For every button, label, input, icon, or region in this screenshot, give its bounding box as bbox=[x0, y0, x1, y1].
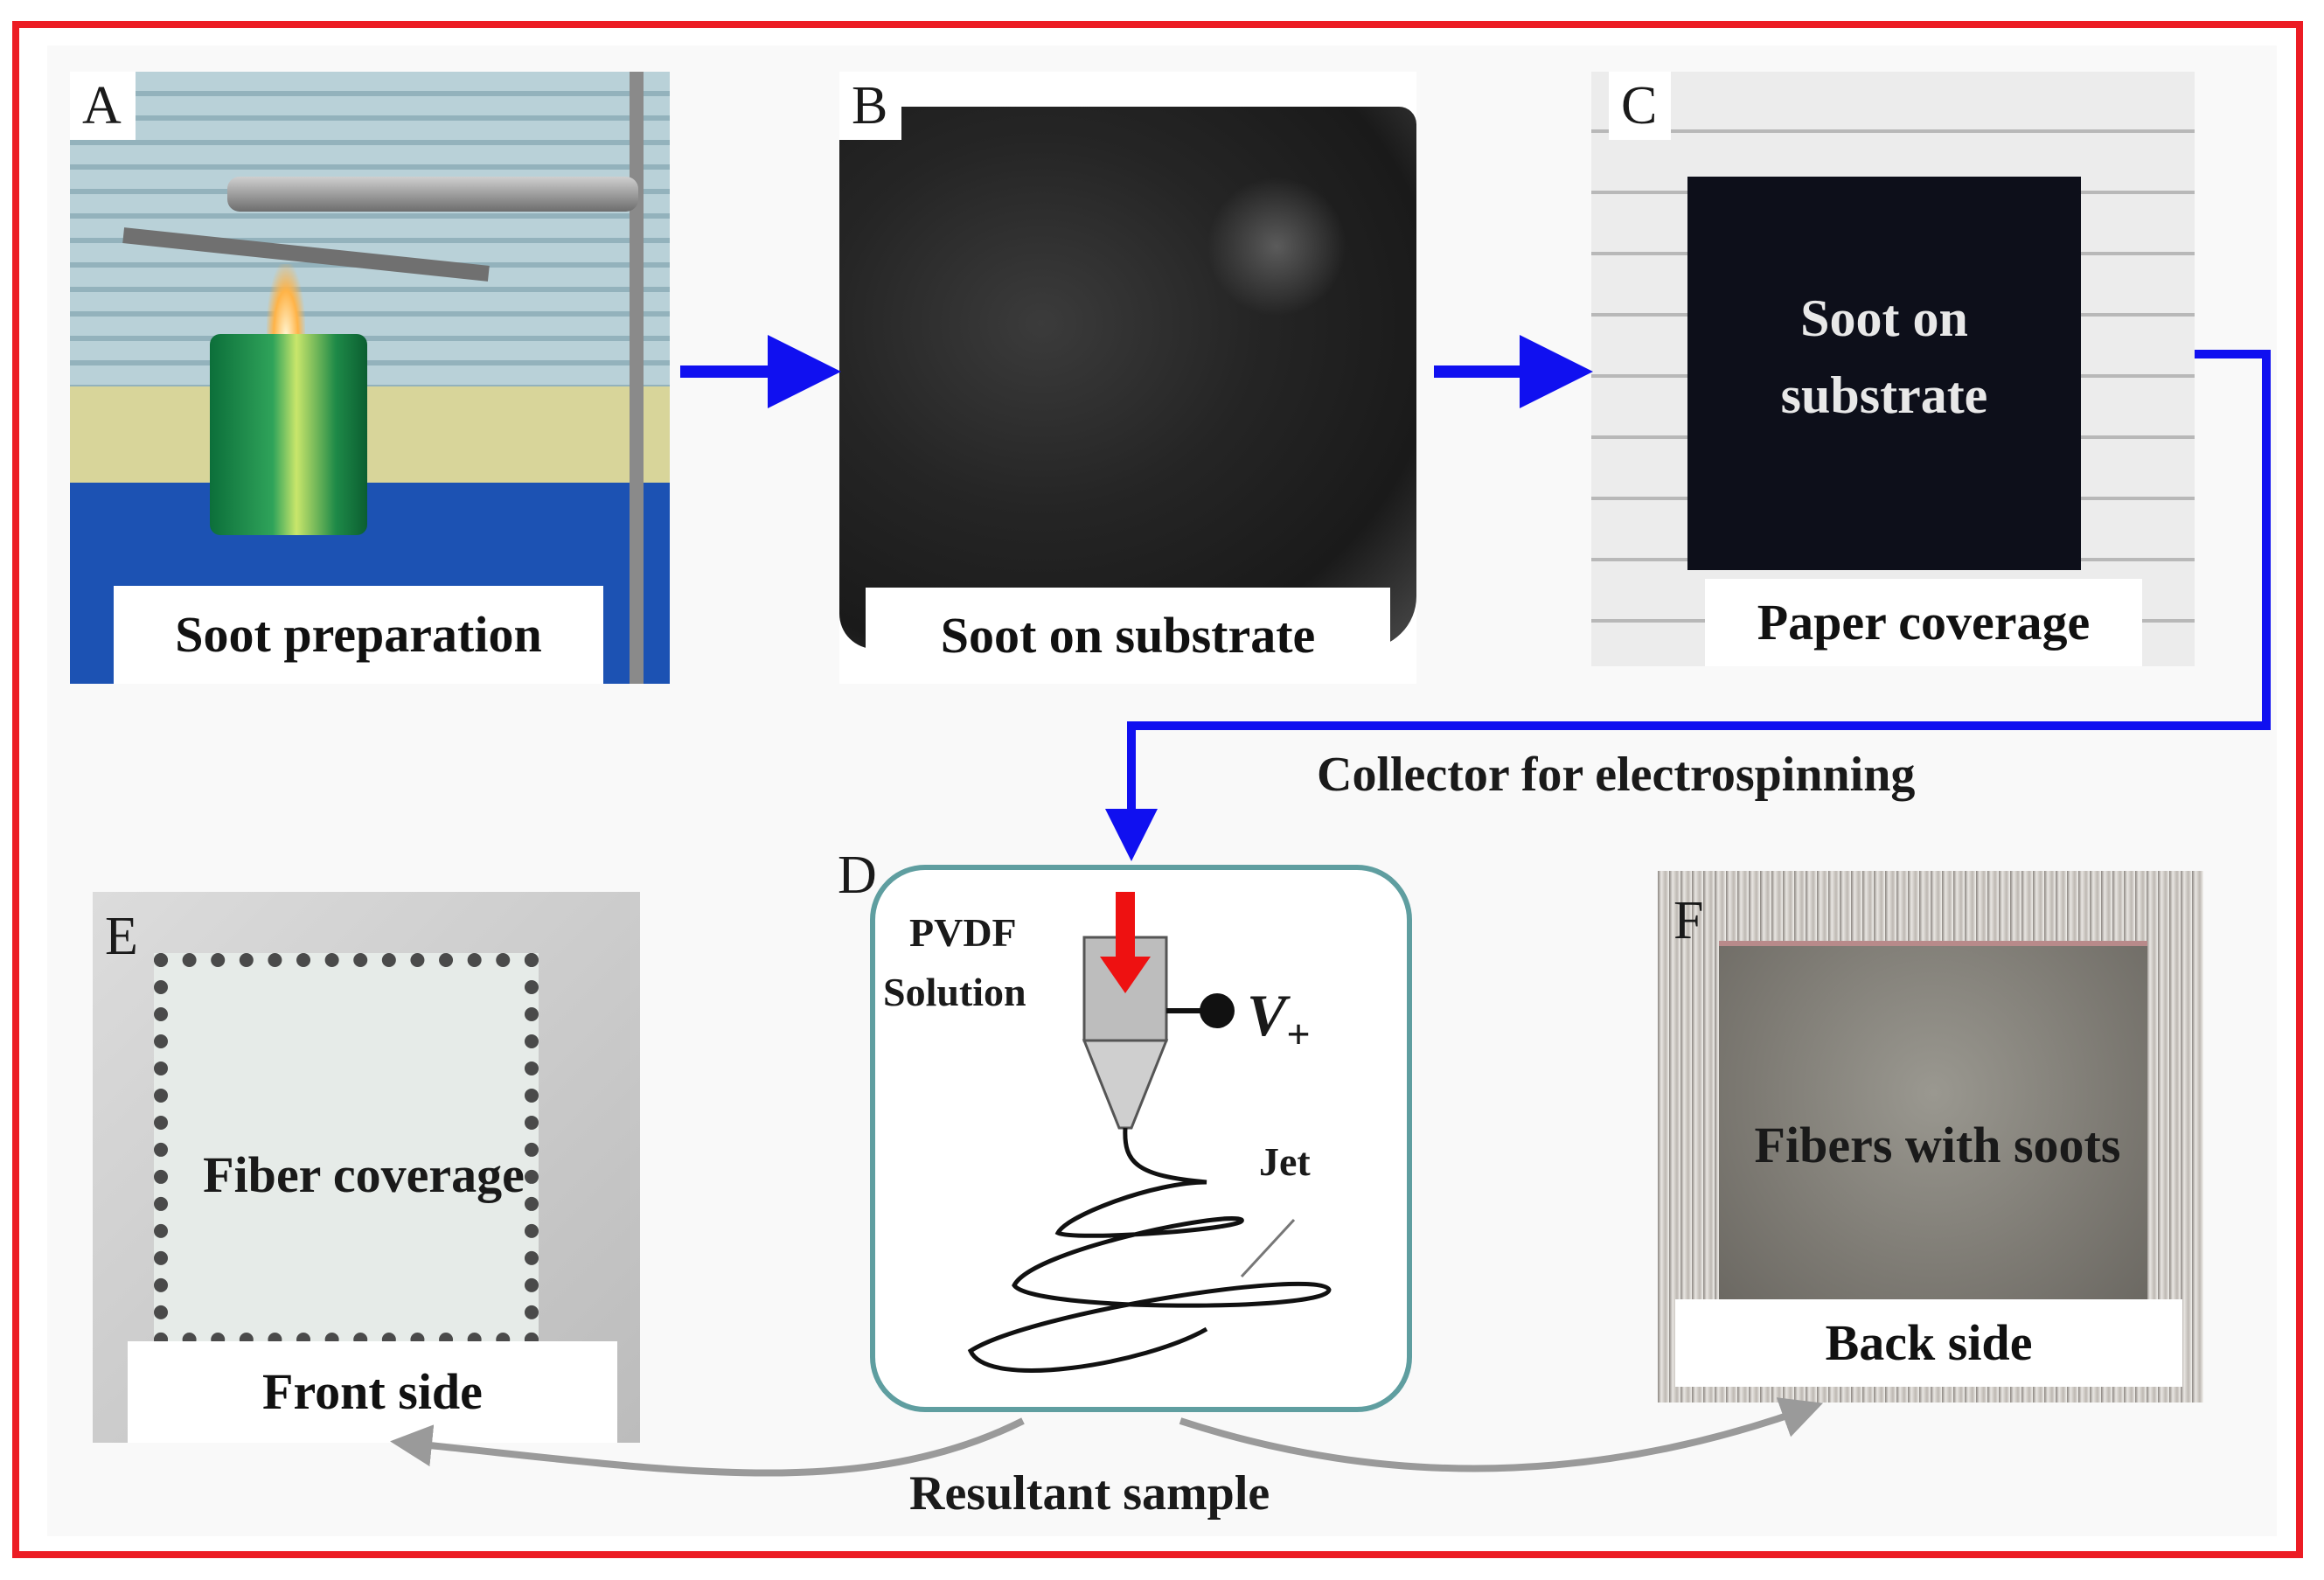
soot-square bbox=[1687, 177, 2081, 570]
panel-c-letter: C bbox=[1609, 72, 1672, 140]
panel-b-photo: B Soot on substrate bbox=[839, 72, 1416, 684]
feed-arrow bbox=[1100, 892, 1151, 993]
arrow-c-to-d bbox=[1105, 350, 2271, 861]
arrow-to-front-side bbox=[390, 1417, 1025, 1477]
panel-f-caption: Back side bbox=[1675, 1299, 2182, 1387]
voltage-symbol: V bbox=[1247, 982, 1287, 1048]
electrode-terminal bbox=[1200, 993, 1235, 1028]
panel-d-solution-line1: PVDF bbox=[909, 910, 1017, 955]
panel-f-photo: Fibers with soots F Back side bbox=[1658, 871, 2203, 1403]
clamp-arm bbox=[227, 177, 638, 212]
panel-f-overlay: Fibers with soots bbox=[1754, 1117, 2121, 1173]
panel-e-letter: E bbox=[105, 907, 138, 966]
panel-c-overlay-line1: Soot on bbox=[1800, 289, 1968, 347]
panel-c-overlay-line2: substrate bbox=[1780, 366, 1988, 424]
fiber-soot-mat bbox=[1719, 941, 2147, 1313]
panel-d-letter: D bbox=[838, 846, 877, 905]
panel-e-photo: Fiber coverage E Front side bbox=[93, 892, 640, 1443]
arrow-to-back-side bbox=[1179, 1397, 1824, 1472]
fiber-mat bbox=[154, 953, 539, 1347]
panel-d-jet-label: Jet bbox=[1259, 1139, 1311, 1184]
panel-a-letter: A bbox=[70, 72, 136, 140]
panel-d-voltage: V+ bbox=[1247, 981, 1311, 1059]
stand-rod bbox=[630, 72, 644, 684]
panel-e-caption: Front side bbox=[128, 1341, 617, 1443]
window-blinds bbox=[70, 72, 670, 386]
panel-a-photo: A Soot preparation bbox=[70, 72, 670, 684]
yellow-wall bbox=[70, 386, 670, 500]
electrospinning-jet bbox=[967, 1127, 1332, 1373]
panel-b-caption: Soot on substrate bbox=[866, 588, 1390, 684]
collector-label: Collector for electrospinning bbox=[1317, 748, 1916, 802]
panel-e-overlay: Fiber coverage bbox=[203, 1146, 525, 1203]
panel-c-photo: Soot on substrate C Paper coverage bbox=[1591, 72, 2195, 666]
candle-can bbox=[210, 334, 367, 535]
panel-b-letter: B bbox=[839, 72, 902, 140]
soot-patch bbox=[1207, 177, 1346, 317]
panel-c-caption: Paper coverage bbox=[1705, 579, 2142, 666]
apparatus-box bbox=[870, 865, 1412, 1412]
panel-a-caption: Soot preparation bbox=[114, 586, 603, 684]
resultant-sample-label: Resultant sample bbox=[909, 1466, 1270, 1521]
jet-pointer bbox=[1240, 1218, 1296, 1278]
voltage-subscript: + bbox=[1286, 1011, 1311, 1058]
panel-f-letter: F bbox=[1673, 891, 1704, 950]
panel-d-solution-line2: Solution bbox=[883, 970, 1026, 1014]
